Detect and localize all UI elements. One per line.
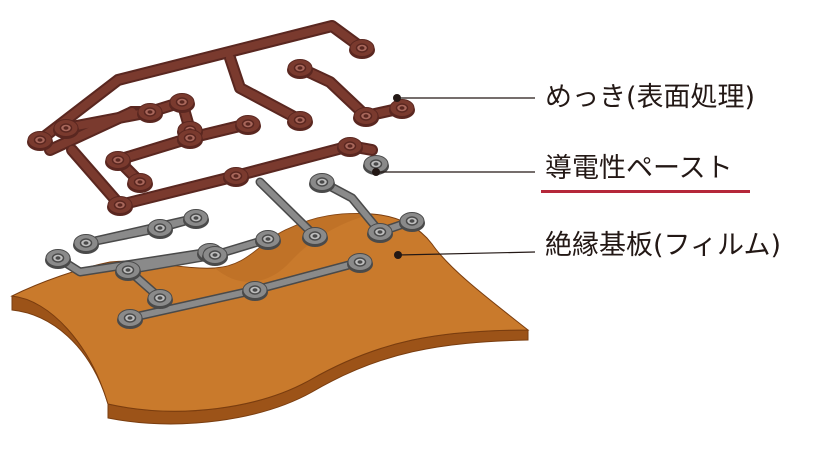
copper-traces — [34, 20, 408, 211]
copper-pad — [223, 167, 249, 187]
copper-pads — [27, 39, 415, 216]
copper-pad — [349, 39, 375, 59]
paste-layer — [45, 155, 425, 329]
copper-pad — [287, 59, 313, 79]
copper-pad — [127, 173, 153, 193]
copper-pad — [169, 93, 195, 113]
paste-pad — [347, 253, 373, 273]
copper-pad — [389, 99, 415, 119]
leader-dot-plating — [393, 94, 401, 102]
copper-pad — [27, 131, 53, 151]
copper-pad — [107, 196, 133, 216]
paste-pad — [115, 261, 141, 281]
plating-layer — [27, 20, 415, 216]
label-conductive-paste: 導電性ペースト — [545, 153, 733, 184]
paste-pad — [399, 212, 425, 232]
copper-pad — [235, 115, 261, 135]
leader-dot-base — [394, 251, 402, 259]
leader-line-base — [397, 251, 536, 256]
paste-pad — [73, 234, 99, 254]
paste-pads — [45, 155, 425, 329]
copper-pad — [177, 129, 203, 149]
leader-dot-paste — [372, 168, 380, 176]
paste-pad — [302, 227, 328, 247]
paste-pad — [45, 249, 71, 269]
label-insulating-base: 絶縁基板(フィルム) — [545, 230, 781, 261]
paste-pad — [117, 309, 143, 329]
film-shade — [215, 213, 372, 282]
paste-pad — [309, 173, 335, 193]
paste-pad — [367, 223, 393, 243]
copper-pad — [137, 103, 163, 123]
copper-pad — [353, 107, 379, 127]
copper-pad — [337, 137, 363, 157]
paste-pad — [242, 281, 268, 301]
copper-pad — [105, 151, 131, 171]
copper-pad — [53, 119, 79, 139]
copper-pad — [287, 111, 313, 131]
paste-pad — [147, 219, 173, 239]
label-plating: めっき(表面処理) — [545, 82, 756, 113]
paste-pad — [147, 289, 173, 309]
leader-lines — [372, 94, 536, 259]
paste-pad — [183, 209, 209, 229]
label-paste-underline — [541, 190, 750, 193]
paste-pad — [255, 230, 281, 250]
paste-pad — [202, 246, 228, 266]
